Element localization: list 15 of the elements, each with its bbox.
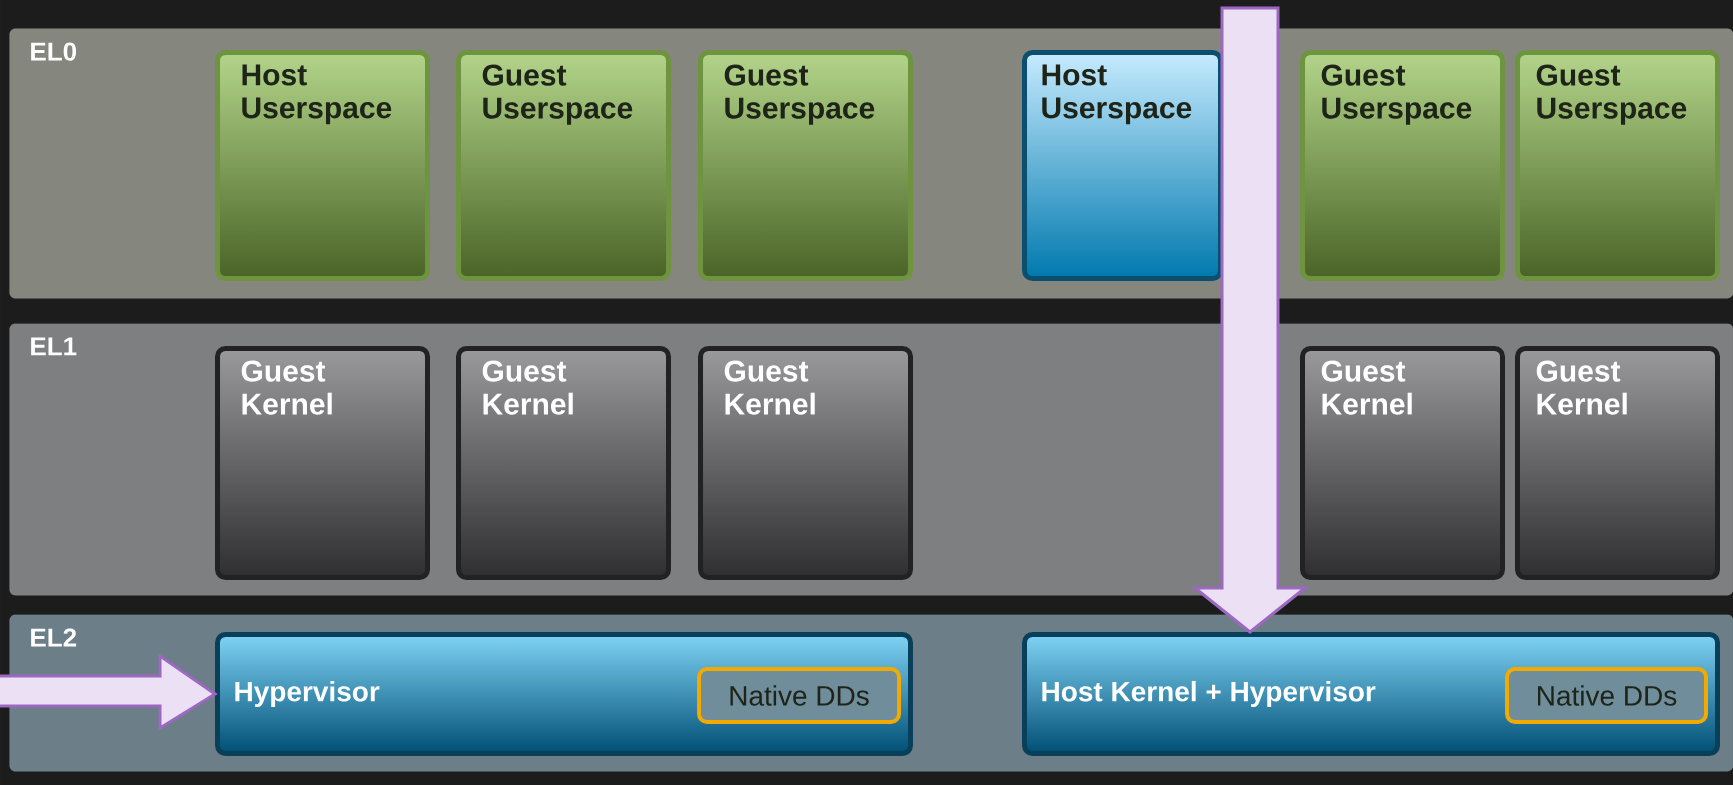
- process-box: Guest Userspace: [456, 50, 671, 281]
- process-box: Guest Kernel: [456, 346, 671, 580]
- process-box: Host Userspace: [215, 50, 430, 281]
- process-box: Guest Kernel: [1300, 346, 1505, 580]
- block-arrow: [0, 653, 218, 731]
- block-arrow: [1190, 6, 1310, 634]
- process-box: Guest Kernel: [698, 346, 913, 580]
- process-box: Guest Kernel: [215, 346, 430, 580]
- process-box: Guest Userspace: [1515, 50, 1720, 281]
- driver-box: Native DDs: [697, 667, 901, 724]
- process-box: Guest Kernel: [1515, 346, 1720, 580]
- driver-box: Native DDs: [1505, 667, 1708, 724]
- process-box: Host Userspace: [1022, 50, 1223, 281]
- process-box: Guest Userspace: [698, 50, 913, 281]
- process-box: Guest Userspace: [1300, 50, 1505, 281]
